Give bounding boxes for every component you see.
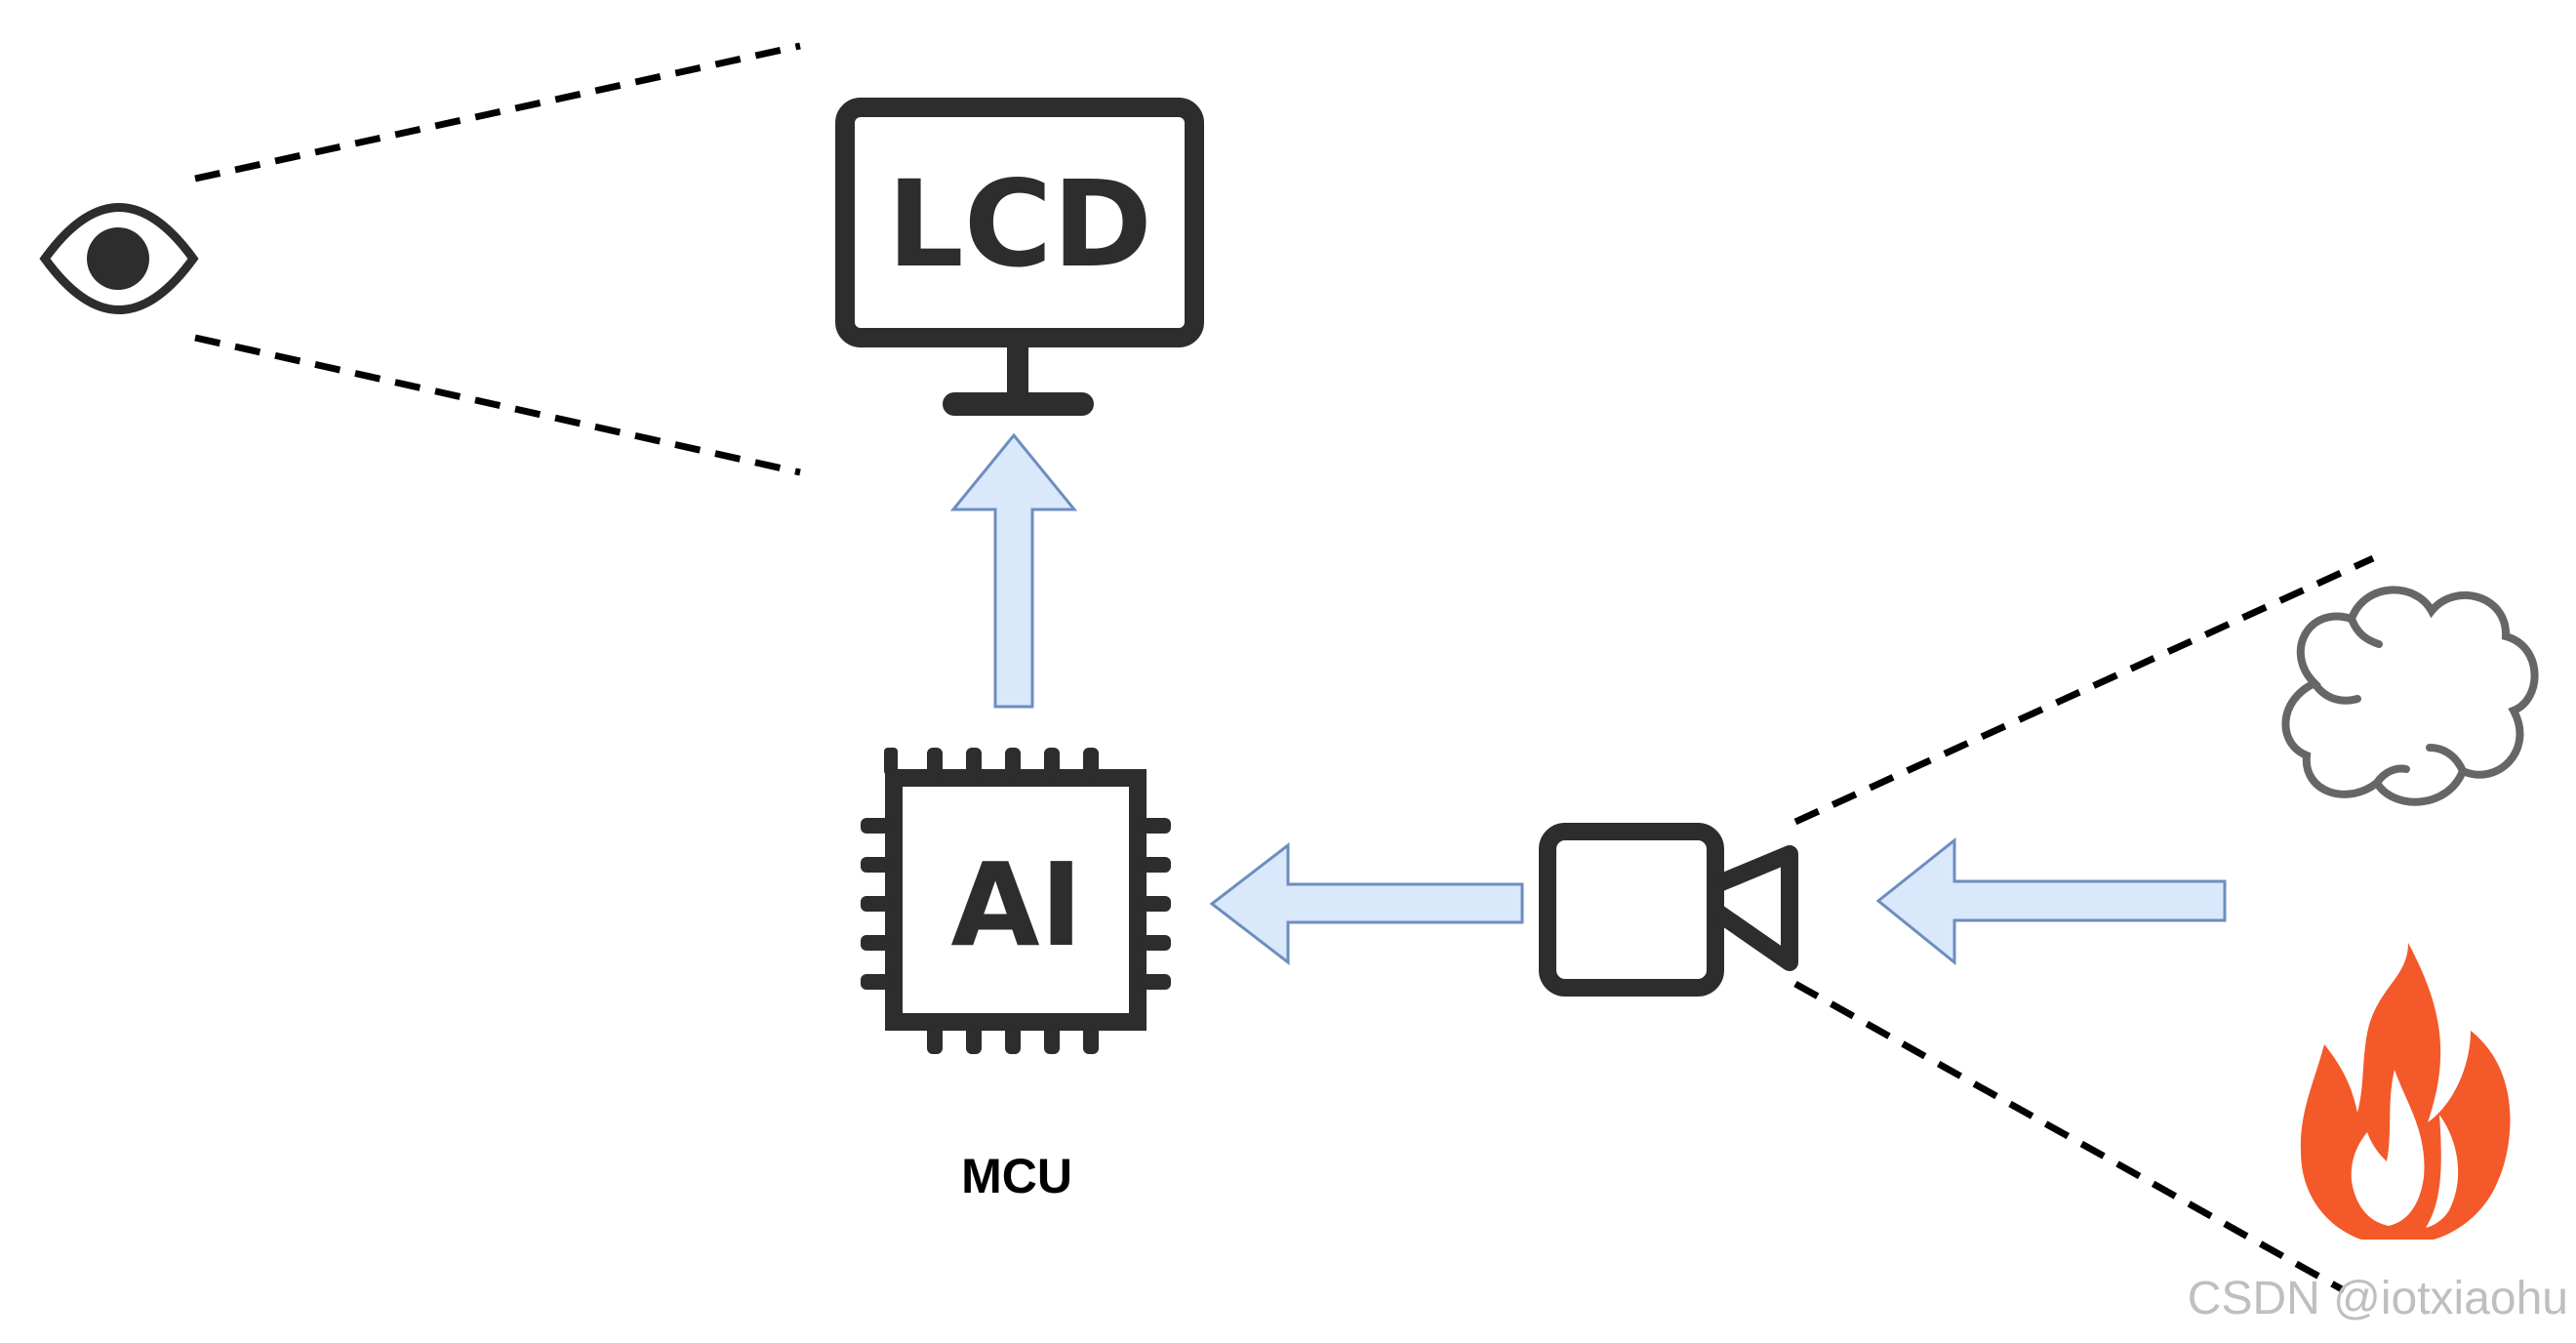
camera-view-line-lower [1793,980,2346,1294]
arrow-mcu-to-lcd [949,432,1078,709]
eye-sight-line-lower [194,334,801,476]
watermark: CSDN @iotxiaohu [2188,1273,2568,1324]
chip-label: AI [950,837,1082,972]
arrow-input-to-camera [1875,836,2227,966]
mcu-caption: MCU [961,1149,1072,1203]
chip-icon: AI [861,748,1171,1054]
video-camera-icon [1539,823,1798,997]
eye-icon [39,203,199,314]
camera-view-lines [1793,554,2375,1294]
eye-sight-lines [194,42,801,476]
chip-pins [861,748,1171,1054]
monitor-icon: LCD [835,98,1204,416]
arrow-camera-to-mcu [1209,841,1524,966]
lcd-label: LCD [887,155,1152,294]
camera-view-line-upper [1793,554,2375,826]
smoke-cloud-icon [2281,586,2539,806]
eye-sight-line-upper [194,42,801,183]
fire-icon [2300,943,2511,1240]
